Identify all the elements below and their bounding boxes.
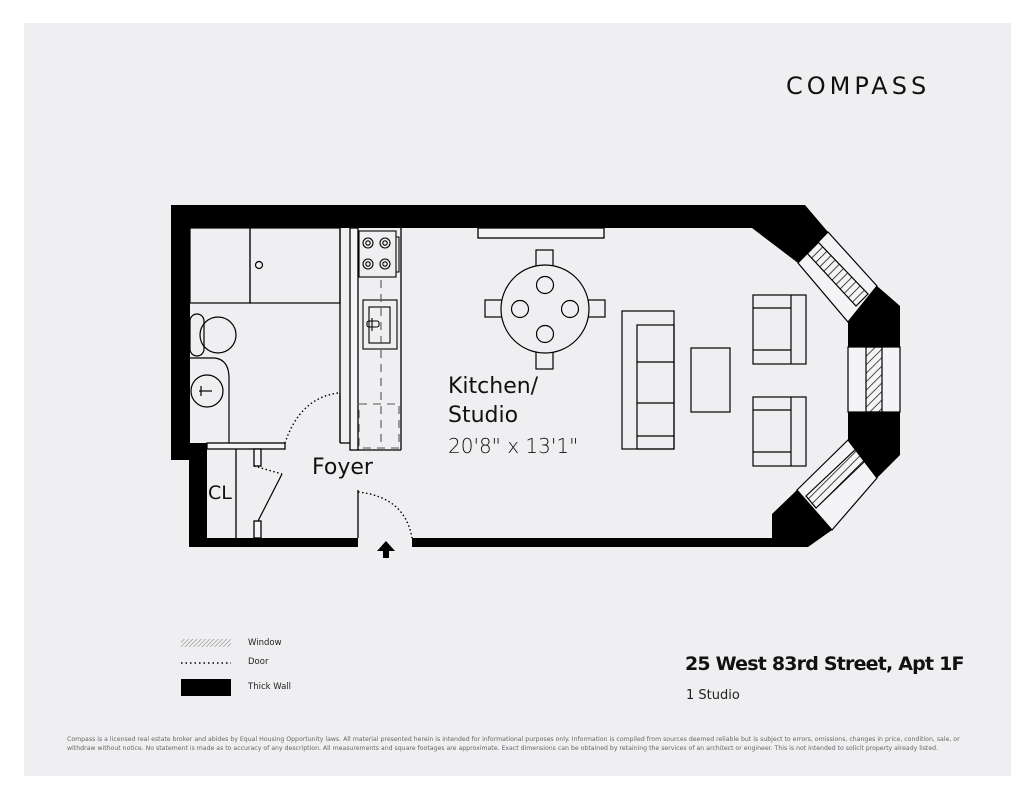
thick-walls xyxy=(171,205,900,547)
bathroom-fixtures xyxy=(189,227,341,443)
kitchen-fixtures xyxy=(358,230,400,449)
listing-unit-type: 1 Studio xyxy=(686,688,740,703)
arrow-up-icon xyxy=(377,541,395,558)
legend-swatches xyxy=(181,639,231,696)
room-name-line2: Studio xyxy=(448,403,519,428)
legend-item-thick-wall: Thick Wall xyxy=(180,682,380,700)
compass-logo: COMPASS xyxy=(786,72,931,100)
room-dimensions-kitchen-studio: 20'8" x 13'1" xyxy=(448,434,579,458)
windows xyxy=(796,231,901,531)
legend-label: Window xyxy=(248,638,282,648)
legend-item-window: Window xyxy=(180,638,380,656)
door-leaves xyxy=(257,393,341,522)
room-label-foyer: Foyer xyxy=(312,455,373,480)
window-swatch xyxy=(181,639,231,647)
thick-wall-swatch xyxy=(181,679,231,696)
legend-label: Thick Wall xyxy=(248,682,292,692)
door-swings xyxy=(253,392,413,539)
room-name-line1: Kitchen/ xyxy=(448,374,539,399)
room-label-kitchen-studio: Kitchen/ Studio xyxy=(448,372,538,430)
legend-item-door: Door xyxy=(180,657,380,675)
living-furniture xyxy=(621,294,807,467)
room-label-closet: CL xyxy=(208,482,232,504)
listing-address: 25 West 83rd Street, Apt 1F xyxy=(685,653,964,675)
dining-set xyxy=(484,249,606,370)
legal-disclaimer: Compass is a licensed real estate broker… xyxy=(67,736,960,752)
legend-label: Door xyxy=(248,657,269,667)
